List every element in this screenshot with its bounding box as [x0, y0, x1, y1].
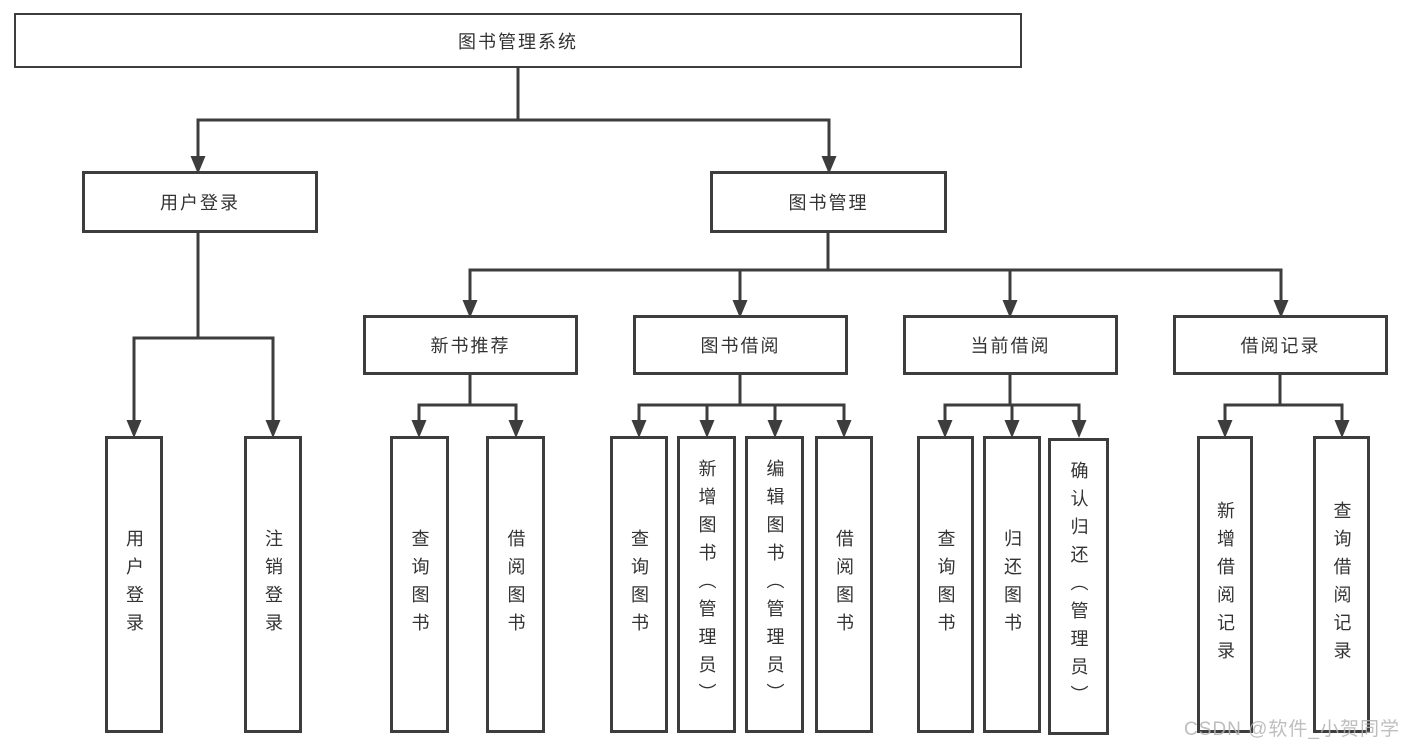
csdn-watermark: CSDN @软件_小贺同学	[1184, 719, 1400, 740]
node-root-label: 图书管理系统	[458, 31, 578, 52]
node-book-management-label: 图书管理	[788, 193, 869, 213]
leaf-confirm-return-admin: 确认归还（管理员）	[1048, 438, 1109, 735]
leaf-add-books-admin-label: 新增图书（管理员）	[696, 458, 717, 711]
leaf-recommend-query-books: 查询图书	[390, 436, 449, 733]
node-user-login: 用户登录	[82, 171, 318, 233]
node-user-login-label: 用户登录	[160, 193, 240, 213]
node-new-book-recommend-label: 新书推荐	[430, 336, 511, 356]
node-borrow-records-label: 借阅记录	[1240, 336, 1321, 356]
leaf-borrow-query-books: 查询图书	[610, 436, 668, 733]
connector-strokes	[132, 68, 1344, 422]
leaf-borrow-query-books-label: 查询图书	[629, 528, 649, 641]
leaf-edit-books-admin: 编辑图书（管理员）	[745, 436, 804, 733]
leaf-add-borrow-record: 新增借阅记录	[1197, 436, 1253, 733]
node-current-borrow: 当前借阅	[903, 315, 1118, 375]
leaf-add-borrow-record-label: 新增借阅记录	[1215, 500, 1235, 669]
leaf-query-borrow-record: 查询借阅记录	[1313, 436, 1370, 733]
leaf-current-query-books: 查询图书	[917, 436, 974, 733]
arrowheads	[126, 156, 1350, 438]
leaf-query-borrow-record-label: 查询借阅记录	[1331, 500, 1352, 669]
leaf-logout-label: 注销登录	[263, 528, 283, 641]
leaf-borrow-books: 借阅图书	[815, 436, 873, 733]
leaf-add-books-admin: 新增图书（管理员）	[677, 436, 736, 733]
node-root-system: 图书管理系统	[14, 13, 1022, 68]
leaf-recommend-query-books-label: 查询图书	[409, 528, 430, 641]
leaf-logout: 注销登录	[244, 436, 302, 733]
node-book-borrow: 图书借阅	[633, 315, 848, 375]
node-new-book-recommend: 新书推荐	[363, 315, 578, 375]
node-borrow-records: 借阅记录	[1173, 315, 1388, 375]
node-book-borrow-label: 图书借阅	[700, 336, 781, 356]
leaf-user-login-label: 用户登录	[124, 528, 144, 641]
leaf-return-books-label: 归还图书	[1002, 528, 1022, 641]
leaf-edit-books-admin-label: 编辑图书（管理员）	[764, 458, 785, 711]
node-current-borrow-label: 当前借阅	[970, 336, 1051, 356]
node-book-management: 图书管理	[710, 171, 947, 233]
leaf-borrow-books-label: 借阅图书	[834, 528, 854, 641]
leaf-confirm-return-admin-label: 确认归还（管理员）	[1068, 460, 1089, 713]
leaf-user-login: 用户登录	[105, 436, 163, 733]
leaf-recommend-borrow-books: 借阅图书	[486, 436, 545, 733]
leaf-recommend-borrow-books-label: 借阅图书	[505, 528, 526, 641]
leaf-current-query-books-label: 查询图书	[935, 528, 956, 641]
leaf-return-books: 归还图书	[983, 436, 1041, 733]
